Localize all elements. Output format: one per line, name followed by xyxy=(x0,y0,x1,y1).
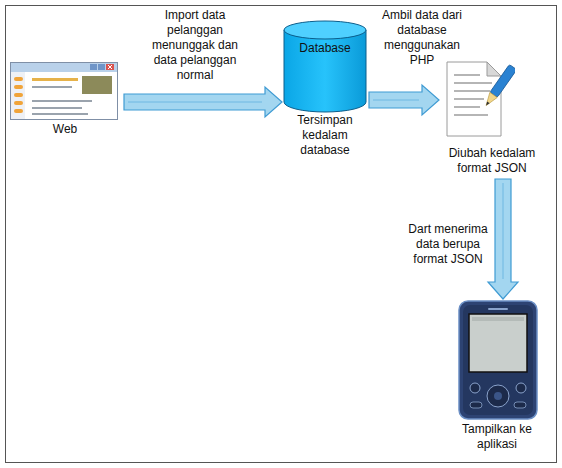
block-arrow xyxy=(488,179,518,299)
arrow-label: Ambil data dari database menggunakan PHP xyxy=(378,8,466,68)
web-window-icon xyxy=(10,62,118,120)
node-label: Web xyxy=(8,122,122,137)
node-label: Diubah kedalam format JSON xyxy=(440,146,544,176)
arrow-label: Import data pelanggan menunggak dan data… xyxy=(139,8,251,83)
node-label: Tampilkan ke aplikasi xyxy=(455,422,539,452)
arrow-label: Dart menerima data berupa format JSON xyxy=(404,222,492,267)
database-cylinder xyxy=(283,20,367,114)
document-pen-icon xyxy=(445,60,515,140)
web-node: Web xyxy=(8,60,122,137)
node-label: Tersimpan kedalam database xyxy=(283,113,367,158)
node-heading: Database xyxy=(283,41,367,56)
mobile-app-node: Tampilkan ke aplikasi xyxy=(455,300,539,452)
database-node: DatabaseTersimpan kedalam database xyxy=(283,20,367,158)
json-document-node: Diubah kedalam format JSON xyxy=(440,58,544,176)
block-arrow xyxy=(369,85,439,115)
block-arrow xyxy=(124,87,282,117)
handheld-device-icon xyxy=(458,300,538,420)
